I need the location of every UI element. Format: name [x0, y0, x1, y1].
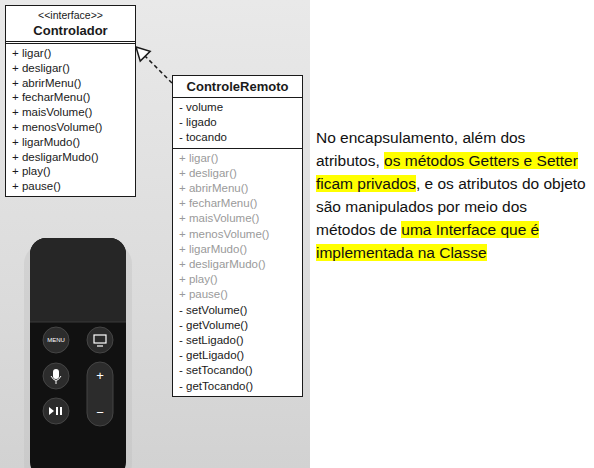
member: + menosVolume() — [12, 120, 129, 135]
member: - volume — [179, 100, 296, 115]
member: + desligar() — [179, 166, 296, 181]
member: - setVolume() — [179, 303, 296, 318]
interface-box: <<interface>>Controlador+ ligar()+ desli… — [5, 5, 136, 197]
member: + fecharMenu() — [12, 90, 129, 105]
member: + ligarMudo() — [12, 135, 129, 150]
member: - getLigado() — [179, 348, 296, 363]
realization-arrow — [136, 47, 172, 83]
realization-head — [136, 47, 150, 61]
member: - ligado — [179, 115, 296, 130]
member: + maisVolume() — [179, 211, 296, 226]
class-box: ControleRemoto- volume- ligado- tocando+… — [172, 75, 303, 397]
button-label: MENU — [47, 337, 65, 343]
member: + maisVolume() — [12, 105, 129, 120]
button-symbol: + — [96, 369, 104, 382]
member: + ligarMudo() — [179, 242, 296, 257]
member: + menosVolume() — [179, 227, 296, 242]
uml-compartment: ControleRemoto — [173, 76, 302, 97]
dashed-line — [145, 56, 172, 83]
note-paragraph: No encapsulamento, além dos atributos, o… — [316, 126, 588, 264]
member: + desligar() — [12, 61, 129, 76]
member: + abrirMenu() — [179, 181, 296, 196]
member: - getTocando() — [179, 379, 296, 394]
member: + play() — [179, 272, 296, 287]
uml-compartment: <<interface>>Controlador — [6, 6, 135, 41]
uml-compartment: - volume- ligado- tocando — [173, 97, 302, 148]
button-symbol: − — [96, 406, 104, 419]
class-name: ControleRemoto — [179, 78, 296, 95]
member: + ligar() — [12, 46, 129, 61]
member: + pause() — [12, 179, 129, 194]
member: + desligarMudo() — [179, 257, 296, 272]
member: + abrirMenu() — [12, 76, 129, 91]
uml-compartment: + ligar()+ desligar()+ abrirMenu()+ fech… — [6, 41, 135, 196]
stereotype: <<interface>> — [12, 8, 129, 22]
member: + play() — [12, 164, 129, 179]
member: + pause() — [179, 287, 296, 302]
member: - getVolume() — [179, 318, 296, 333]
member: - setLigado() — [179, 333, 296, 348]
member: - setTocando() — [179, 363, 296, 378]
member: + desligarMudo() — [12, 150, 129, 165]
member: - tocando — [179, 130, 296, 145]
class-name: Controlador — [12, 22, 129, 39]
member: + ligar() — [179, 151, 296, 166]
member: + fecharMenu() — [179, 196, 296, 211]
uml-compartment: + ligar()+ desligar()+ abrirMenu()+ fech… — [173, 148, 302, 396]
